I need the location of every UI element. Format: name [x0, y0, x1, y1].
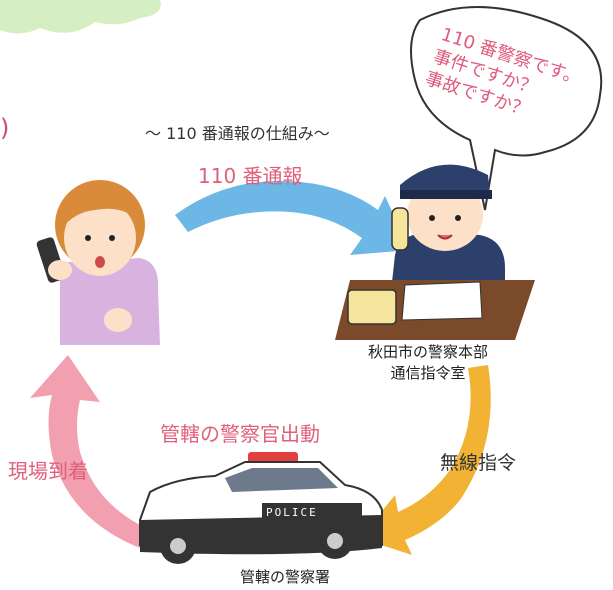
speech-bubble: [410, 6, 603, 211]
dispatch-center-line-2: 通信指令室: [390, 364, 466, 382]
label-officer-dispatch: 管轄の警察官出動: [160, 422, 320, 446]
speech-bubble-text: 110 番警察です。 事件ですか？ 事故ですか？: [423, 24, 591, 121]
arrow-110-report: [175, 180, 410, 255]
police-officer-illustration: [335, 164, 535, 340]
diagram-title: 〜 110 番通報の仕組み〜: [145, 124, 330, 143]
left-paren: ): [0, 114, 10, 142]
dispatch-center-caption: 秋田市の警察本部 通信指令室: [350, 342, 506, 384]
label-arrival: 現場到着: [8, 459, 88, 483]
police-car-text: POLICE: [266, 506, 318, 519]
station-caption: 管轄の警察署: [239, 568, 330, 586]
dispatch-center-line-1: 秋田市の警察本部: [367, 343, 488, 361]
caller-illustration: [36, 180, 160, 345]
police-car-illustration: [139, 452, 383, 564]
green-blob: [0, 0, 161, 34]
arrow-arrival: [30, 355, 150, 548]
arrow-radio-command: [360, 365, 491, 555]
label-radio-command: 無線指令: [440, 452, 517, 474]
label-110-report: 110 番通報: [198, 164, 303, 188]
